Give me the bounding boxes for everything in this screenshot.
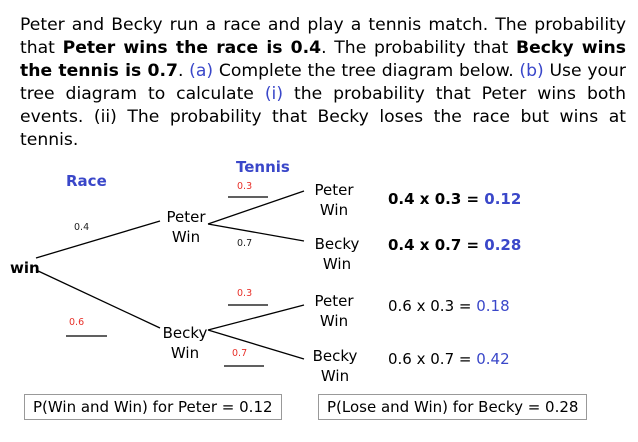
calc-row-1: 0.4 x 0.3 = 0.12 [388, 190, 521, 208]
problem-peter-race-prob: Peter wins the race is 0.4 [62, 38, 322, 58]
node-tennis-peter-2-line2: Win [319, 312, 349, 330]
branch-root-becky [35, 269, 161, 329]
branch-becky-peter [207, 304, 305, 331]
node-tennis-becky-2-line2: Win [320, 367, 350, 385]
node-tennis-peter-2-line1: Peter [314, 292, 354, 310]
part-a-tag: (a) [189, 61, 214, 81]
branch-peter-becky [207, 223, 305, 242]
part-b-tag: (b) [519, 61, 544, 81]
prob-tennis-bb: 0.7 [232, 348, 248, 359]
node-tennis-becky-1-line2: Win [322, 255, 352, 273]
calc-1-result: 0.12 [484, 190, 522, 208]
prob-tennis-pb: 0.7 [237, 238, 253, 249]
branch-root-peter [35, 220, 161, 259]
calc-3-result: 0.18 [476, 297, 510, 315]
tennis-header: Tennis [236, 158, 290, 176]
node-tennis-becky-2: Becky Win [308, 346, 362, 386]
answer-becky-box: P(Lose and Win) for Becky = 0.28 [318, 394, 588, 420]
part-i-tag: (i) [264, 84, 284, 104]
node-tennis-peter-1: Peter Win [308, 180, 360, 220]
answer-peter-box: P(Win and Win) for Peter = 0.12 [24, 394, 282, 420]
node-race-peter: Peter Win [160, 207, 212, 247]
node-race-becky-line2: Win [170, 344, 200, 362]
branch-peter-peter [207, 190, 305, 225]
problem-text-2: . The probability that [321, 38, 516, 58]
branch-becky-becky [207, 329, 305, 360]
node-race-becky-line1: Becky [162, 324, 208, 342]
calc-4-result: 0.42 [476, 350, 510, 368]
calc-4-expr: 0.6 x 0.7 = [388, 350, 477, 368]
node-tennis-becky-1: Becky Win [310, 234, 364, 274]
calc-2-expr: 0.4 x 0.7 = [388, 236, 485, 254]
node-race-peter-line2: Win [171, 228, 201, 246]
node-tennis-becky-1-line1: Becky [314, 235, 360, 253]
prob-tennis-pp: 0.3 [237, 181, 253, 192]
calc-row-2: 0.4 x 0.7 = 0.28 [388, 236, 521, 254]
node-race-peter-line1: Peter [166, 208, 206, 226]
race-header: Race [66, 172, 107, 190]
calc-row-3: 0.6 x 0.3 = 0.18 [388, 297, 510, 315]
problem-text-5: Use your tree diagram to calculate [20, 61, 626, 104]
node-tennis-peter-1-line1: Peter [314, 181, 354, 199]
problem-statement: Peter and Becky run a race and play a te… [20, 14, 626, 152]
problem-text-6: the probability that Peter wins both eve… [20, 84, 627, 150]
calc-2-result: 0.28 [484, 236, 522, 254]
calc-row-4: 0.6 x 0.7 = 0.42 [388, 350, 510, 368]
node-race-becky: Becky Win [158, 323, 212, 363]
problem-text-1: Peter and Becky run a race and play a te… [20, 15, 626, 58]
node-tennis-becky-2-line1: Becky [312, 347, 358, 365]
problem-becky-tennis-prob: Becky wins the tennis is 0.7 [20, 38, 627, 81]
problem-text-4: Complete the tree diagram below. [213, 61, 520, 81]
node-tennis-peter-1-line2: Win [319, 201, 349, 219]
problem-text-3: . [177, 61, 190, 81]
prob-race-peter: 0.4 [74, 222, 90, 233]
prob-race-becky: 0.6 [69, 317, 85, 328]
calc-1-expr: 0.4 x 0.3 = [388, 190, 485, 208]
calc-3-expr: 0.6 x 0.3 = [388, 297, 477, 315]
node-tennis-peter-2: Peter Win [308, 291, 360, 331]
root-node: win [10, 259, 40, 277]
prob-tennis-bp: 0.3 [237, 288, 253, 299]
